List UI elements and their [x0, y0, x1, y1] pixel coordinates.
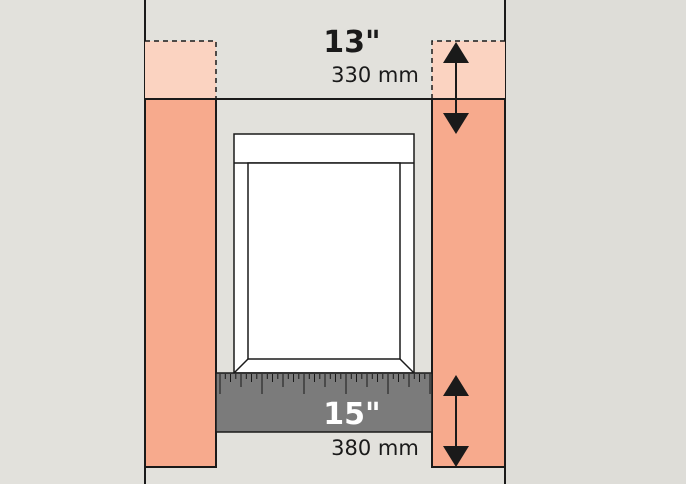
- ruler-ticks: [219, 374, 431, 394]
- bottom-dimension-inches: 15": [323, 397, 380, 432]
- bottom-dimension-mm: 380 mm: [331, 436, 419, 460]
- double-headed-arrow-icon: [443, 42, 469, 134]
- left-stud-extension-outline: [145, 40, 217, 99]
- right-stud: [431, 98, 506, 468]
- right-stud-extension-outline: [431, 40, 505, 99]
- top-dimension-inches: 13": [323, 25, 380, 60]
- left-stud-extension: [145, 41, 216, 99]
- right-stud-extension: [432, 41, 505, 99]
- ruler: [215, 372, 433, 433]
- pet-door-frame: [233, 133, 415, 374]
- left-stud: [144, 98, 217, 468]
- right-background-band: [505, 0, 686, 484]
- double-headed-arrow-icon: [443, 375, 469, 467]
- door-flap-opening: [247, 162, 401, 360]
- top-dimension-mm: 330 mm: [331, 63, 419, 87]
